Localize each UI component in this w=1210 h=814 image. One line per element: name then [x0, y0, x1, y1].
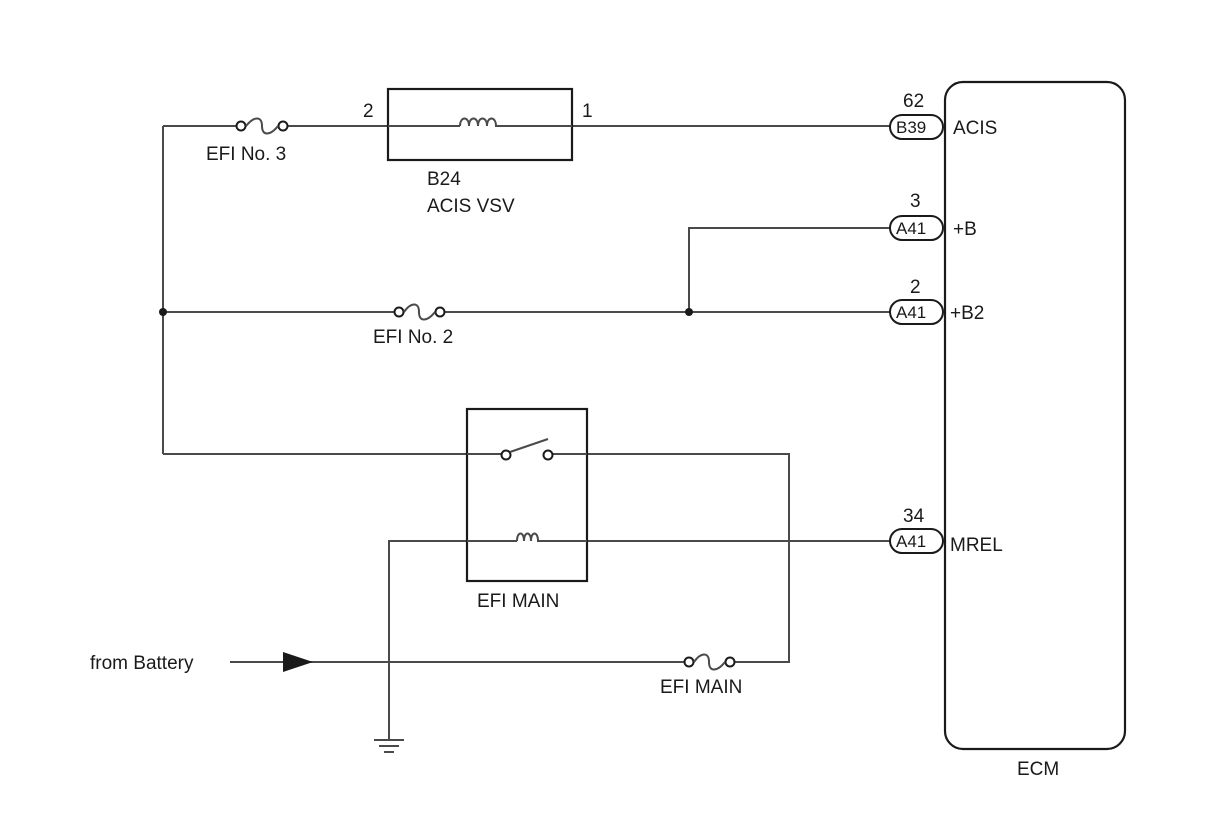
relay-box: [465, 407, 589, 583]
connector-label: B39: [896, 118, 926, 137]
fuse-efi-no3-label: EFI No. 3: [206, 144, 286, 165]
ecm-pin-number: 2: [910, 277, 921, 298]
connector-label: A41: [896, 532, 926, 551]
wire-switch-to-battery: [549, 453, 790, 663]
fuse-efi-no2-icon: [393, 303, 446, 321]
source-label: from Battery: [90, 653, 194, 674]
connector-pill: [889, 299, 944, 325]
connector-label: A41: [896, 303, 926, 322]
vsv-pin-right: 1: [582, 101, 593, 122]
ecm-signal-label: +B2: [950, 303, 984, 324]
ecm-pin-number: 34: [903, 506, 925, 527]
vsv-box: [386, 87, 574, 162]
ecm-signal-label: +B: [953, 219, 977, 240]
junction-dot-mid: [685, 308, 693, 316]
ecm-signal-label: ACIS: [953, 118, 997, 139]
ground-icon: [374, 739, 404, 753]
relay-coil-icon: [516, 532, 539, 542]
junction-dot-left: [159, 308, 167, 316]
vsv-code-label: B24: [427, 169, 461, 190]
fuse-efi-main-label: EFI MAIN: [660, 677, 742, 698]
relay-label: EFI MAIN: [477, 591, 559, 612]
vsv-coil-icon: [459, 117, 498, 127]
vsv-name-label: ACIS VSV: [427, 196, 515, 217]
relay-switch-icon: [500, 438, 554, 461]
ecm-pin-number: 3: [910, 191, 921, 212]
ecm-label: ECM: [1017, 759, 1059, 780]
ecm-signal-label: MREL: [950, 535, 1003, 556]
fuse-efi-no2-label: EFI No. 2: [373, 327, 453, 348]
connector-pill: [889, 114, 944, 140]
connector-pill: [889, 528, 944, 554]
battery-arrow-icon: [283, 652, 313, 672]
ecm-pin-number: 62: [903, 91, 924, 112]
connector-label: A41: [896, 219, 926, 238]
ecm-box: [943, 80, 1127, 751]
fuse-efi-main-icon: [683, 653, 736, 671]
vsv-pin-left: 2: [363, 101, 374, 122]
wire-plus-b-branch: [688, 227, 890, 312]
fuse-efi-no3-icon: [235, 117, 289, 135]
connector-pill: [889, 215, 944, 241]
